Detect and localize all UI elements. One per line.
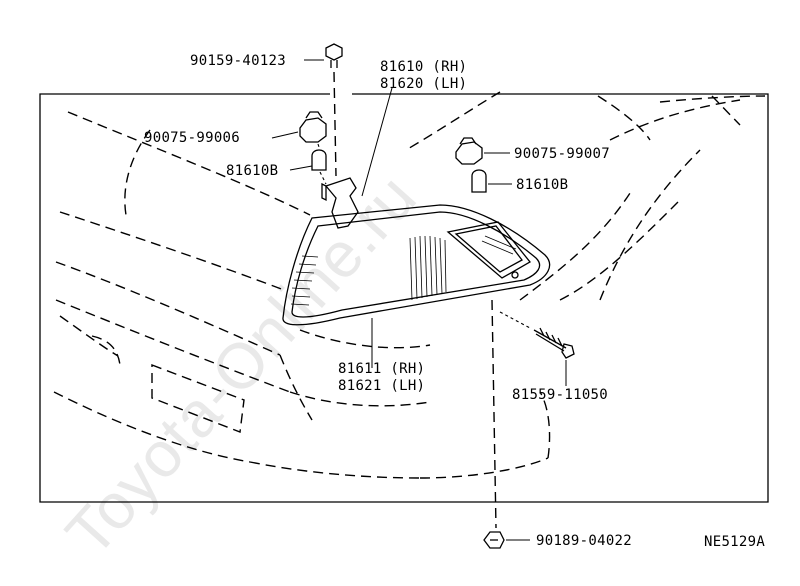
callout-clip-bottom: 90189-04022 — [536, 533, 632, 549]
screw-90159-icon — [325, 43, 343, 177]
car-body-outline — [53, 91, 766, 479]
license-plate-recess — [151, 363, 245, 433]
frame-border — [39, 93, 769, 503]
callout-lens-rh: 81611 (RH) — [338, 361, 425, 377]
leader-lines — [271, 59, 567, 541]
diagram-code: NE5129A — [704, 534, 765, 550]
callout-socket-left: 90075-99006 — [144, 130, 240, 146]
callout-assembly-rh: 81610 (RH) — [380, 59, 467, 75]
bulb-left-icon — [311, 143, 327, 185]
callout-lens-lh: 81621 (LH) — [338, 378, 425, 394]
socket-left-icon — [299, 111, 327, 143]
callout-assembly-lh: 81620 (LH) — [380, 76, 467, 92]
callout-bulb-right: 81610B — [516, 177, 568, 193]
clip-90189-icon — [483, 299, 505, 549]
callout-screw-side: 81559-11050 — [512, 387, 608, 403]
callout-bulb-left: 81610B — [226, 163, 278, 179]
callout-socket-right: 90075-99007 — [514, 146, 610, 162]
bulb-right-icon — [471, 169, 487, 193]
socket-right-icon — [455, 137, 483, 165]
screw-81559-icon — [499, 311, 575, 359]
corner-lamp-assembly — [282, 177, 551, 326]
callout-screw-top: 90159-40123 — [190, 53, 286, 69]
